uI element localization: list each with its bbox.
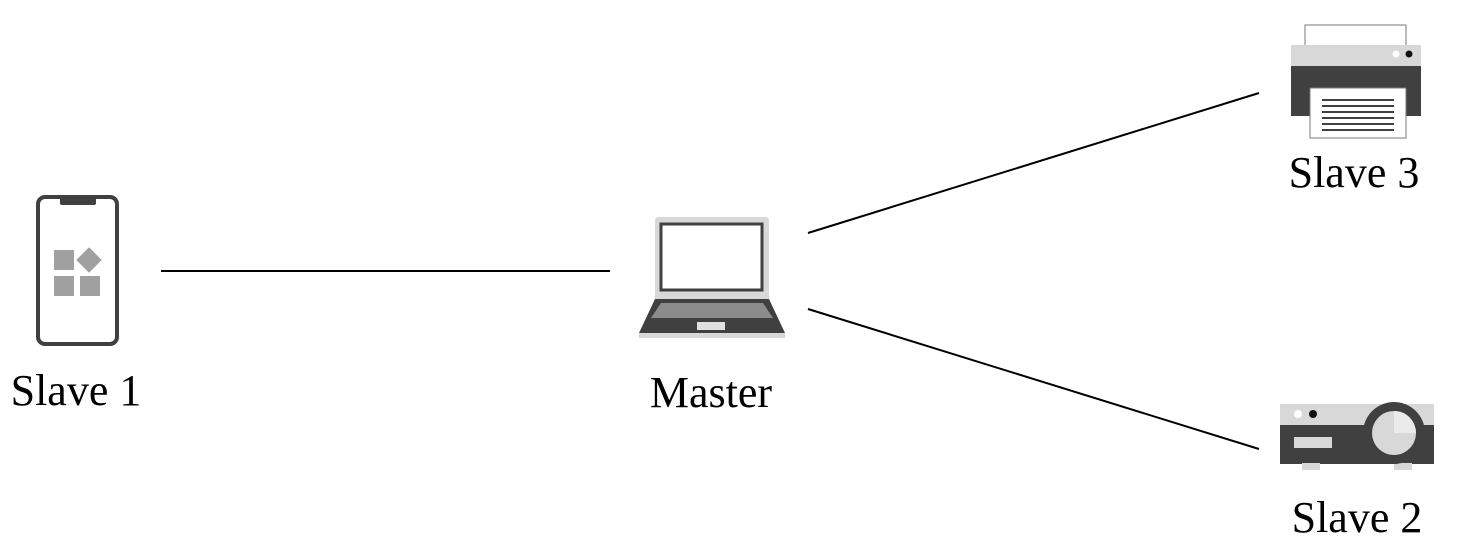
laptop-icon xyxy=(639,217,785,338)
node-slave1: Slave 1 xyxy=(11,195,142,415)
link-master-slave2 xyxy=(807,308,1260,450)
node-master: Master xyxy=(639,217,785,417)
slave3-label: Slave 3 xyxy=(1289,148,1420,197)
smartphone-icon xyxy=(36,195,119,346)
projector-icon xyxy=(1280,402,1434,470)
printer-icon xyxy=(1291,24,1421,139)
slave2-label: Slave 2 xyxy=(1292,493,1423,542)
node-slave3: Slave 3 xyxy=(1289,24,1421,197)
master-label: Master xyxy=(650,368,773,417)
node-slave2: Slave 2 xyxy=(1280,402,1434,542)
slave1-label: Slave 1 xyxy=(11,366,142,415)
link-master-slave3 xyxy=(807,92,1260,234)
